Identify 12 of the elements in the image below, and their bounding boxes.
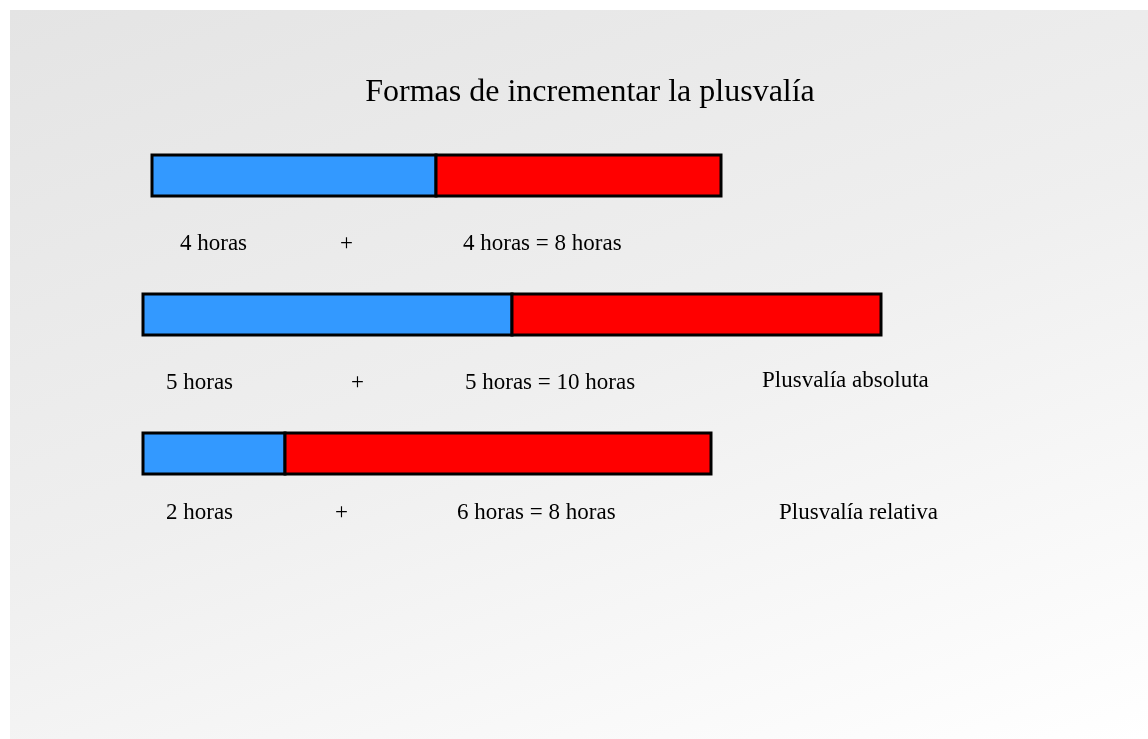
bar-label: +: [335, 498, 348, 526]
bar-label: +: [351, 368, 364, 396]
bar-label: 5 horas = 10 horas: [465, 368, 636, 396]
bar-label: Plusvalía absoluta: [762, 366, 929, 394]
bar-label: 5 horas: [166, 368, 234, 396]
bar-label: 2 horas: [166, 498, 234, 526]
bar-label: 4 horas: [180, 229, 248, 257]
diagram-title: Formas de incrementar la plusvalía: [364, 72, 816, 109]
bar-label: 6 horas = 8 horas: [457, 498, 616, 526]
bar-label: Plusvalía relativa: [779, 498, 939, 526]
bar-label: +: [340, 229, 353, 257]
bar-label: 4 horas = 8 horas: [463, 229, 622, 257]
